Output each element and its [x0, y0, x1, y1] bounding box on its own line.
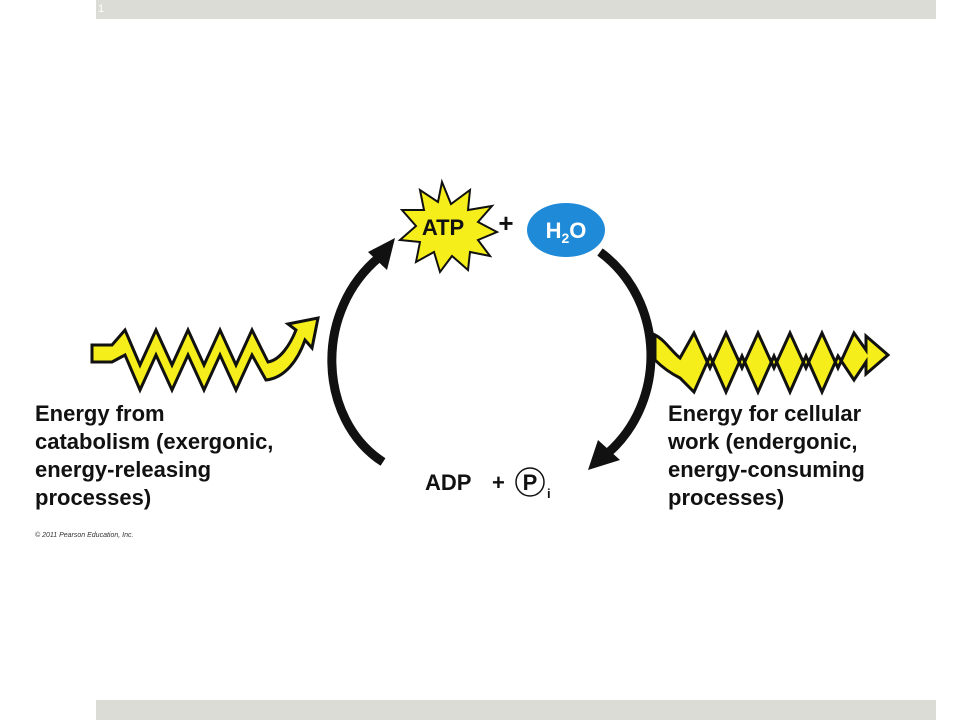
- copyright-notice: © 2011 Pearson Education, Inc.: [35, 532, 134, 539]
- right-caption: Energy for cellular work (endergonic, en…: [668, 400, 865, 512]
- right-caption-line: energy-consuming: [668, 457, 865, 482]
- left-caption-line: catabolism (exergonic,: [35, 429, 274, 454]
- left-energy-zigzag-arrow: [90, 316, 320, 394]
- bottom-bar: [96, 700, 936, 720]
- right-caption-line: Energy for cellular: [668, 401, 862, 426]
- left-caption-line: processes): [35, 485, 152, 510]
- water-subscript: 2: [561, 230, 569, 246]
- water-label: H2O: [546, 218, 587, 246]
- left-caption-line: energy-releasing: [35, 457, 212, 482]
- atp-starburst: [397, 178, 500, 275]
- phosphate-subscript: i: [547, 486, 551, 501]
- water-ellipse: [527, 203, 605, 257]
- right-caption-line: work (endergonic,: [668, 429, 858, 454]
- top-bar: [96, 0, 936, 19]
- hydrolysis-cycle-arrow: [597, 248, 656, 457]
- synthesis-arrowhead: [368, 238, 395, 270]
- slide-number: 1: [98, 3, 105, 15]
- right-caption-line: processes): [668, 485, 785, 510]
- synthesis-cycle-arrow: [327, 251, 386, 466]
- atp-label: ATP: [422, 215, 464, 240]
- hydrolysis-arrowhead: [588, 440, 620, 470]
- adp-label: ADP: [425, 470, 471, 495]
- left-caption: Energy from catabolism (exergonic, energ…: [35, 400, 273, 512]
- phosphate-circle: [515, 467, 545, 497]
- plus-top: +: [498, 208, 513, 238]
- plus-bottom: +: [492, 470, 505, 495]
- right-energy-zigzag-arrow: [653, 329, 891, 396]
- phosphate-label: P: [523, 470, 538, 495]
- left-caption-line: Energy from: [35, 401, 165, 426]
